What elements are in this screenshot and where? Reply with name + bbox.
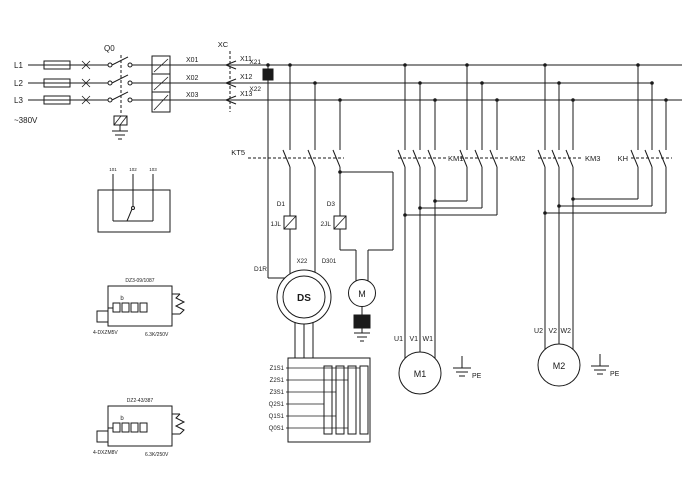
label-z2s1: Z2S1 [270, 378, 285, 384]
fuse-symbol [262, 68, 274, 81]
incoming-power: L1 L2 L3 ~380V Q0 [14, 44, 682, 140]
module2-caption-right: 6.3K/250V [145, 452, 169, 458]
label-z1s1: Z1S1 [270, 366, 285, 372]
pe-ground-icon [453, 356, 471, 377]
label-ds-x22: X22 [297, 259, 308, 265]
winding-coil [335, 365, 345, 435]
inset-module-2: DZ2-43/387 b 4-DXZM8V 6.3K/250V [93, 398, 186, 458]
inset-module-1: DZ3-09/1087 b 4-DXZM5V 6.3K/250V [93, 278, 186, 338]
label-kh: KH [618, 154, 628, 163]
motor-m1-symbol [398, 351, 442, 395]
motor-m2-name: M2 [553, 361, 566, 371]
label-q0s1: Q0S1 [269, 426, 285, 432]
label-km2: KM2 [510, 154, 525, 163]
pe-ground-icon [591, 354, 609, 375]
module1-coil-label: b [120, 296, 124, 302]
inset-relay: 101 102 103 [97, 167, 171, 233]
label-1jl: 1JL [271, 221, 282, 228]
plug-connector: XC X11 X12 X13 [218, 40, 253, 112]
label-d3: D3 [327, 201, 336, 208]
label-l1: L1 [14, 61, 23, 70]
km2-branch: KM2 [405, 63, 525, 216]
module1-caption-left: 4-DXZM5V [93, 330, 118, 336]
winding-coil [359, 365, 369, 435]
relay-pin3-label: 103 [149, 167, 157, 172]
label-w1: W1 [423, 336, 434, 343]
kt5-contactor: KT5 D1 D3 1JL 2JL [231, 63, 394, 281]
label-kt5: KT5 [231, 148, 245, 157]
label-v1: V1 [409, 336, 418, 343]
label-x02: X02 [186, 75, 199, 82]
module2-coil-label: b [120, 416, 124, 422]
label-xc: XC [218, 40, 229, 49]
label-q1s1: Q1S1 [269, 414, 285, 420]
label-u2: U2 [534, 328, 543, 335]
control-fuse: X21 X22 [249, 59, 285, 279]
label-z3s1: Z3S1 [270, 390, 285, 396]
label-l2: L2 [14, 79, 23, 88]
label-km1: KM1 [448, 154, 463, 163]
label-v2: V2 [548, 328, 557, 335]
motor-m1-name: M1 [414, 369, 427, 379]
module1-caption-right: 6.3K/250V [145, 332, 169, 338]
relay-pin1-label: 101 [109, 167, 117, 172]
resistor-icon [172, 413, 186, 435]
earth-ground-icon [112, 130, 128, 140]
terminal-strip: X01 X02 X03 [151, 55, 199, 113]
label-d301: D301 [322, 259, 337, 265]
pilot-motor-name: M [358, 289, 366, 299]
label-pe2: PE [610, 371, 620, 378]
kh-branch: KH [545, 63, 672, 214]
module2-model: DZ2-43/387 [127, 398, 154, 404]
ds-selsyn: D1R X22 D301 DS M [254, 259, 376, 358]
km1-branch: KM1 U1 V1 W1 M1 PE [394, 63, 482, 395]
label-w2: W2 [561, 328, 572, 335]
relay-pin2-label: 102 [129, 167, 137, 172]
label-x22: X22 [249, 86, 261, 93]
label-2jl: 2JL [321, 221, 332, 228]
label-x11: X11 [240, 56, 252, 63]
label-x12: X12 [240, 74, 253, 81]
label-x03: X03 [186, 92, 199, 99]
earth-ground-icon [354, 332, 370, 342]
brake-block [353, 314, 371, 329]
resistor-icon [172, 293, 186, 315]
winding-box: Z1S1 Z2S1 Z3S1 Q2S1 Q1S1 Q0S1 [269, 357, 371, 443]
label-x01: X01 [186, 57, 199, 64]
voltage-label: ~380V [14, 116, 38, 125]
breaker-label: Q0 [104, 44, 115, 53]
label-km3: KM3 [585, 154, 600, 163]
winding-coil [323, 365, 333, 435]
selsyn-name: DS [297, 293, 311, 304]
label-pe1: PE [472, 373, 482, 380]
label-x13: X13 [240, 91, 253, 98]
module1-model: DZ3-09/1087 [125, 278, 154, 284]
label-q2s1: Q2S1 [269, 402, 285, 408]
module2-caption-left: 4-DXZM8V [93, 450, 118, 456]
label-l3: L3 [14, 96, 23, 105]
label-u1: U1 [394, 336, 403, 343]
winding-coil [347, 365, 357, 435]
label-d1r: D1R [254, 266, 267, 273]
label-x21: X21 [249, 59, 261, 66]
km3-branch: KM3 U2 V2 W2 M2 PE [534, 63, 620, 387]
motor-m2-symbol [537, 343, 581, 387]
label-d1: D1 [277, 201, 286, 208]
